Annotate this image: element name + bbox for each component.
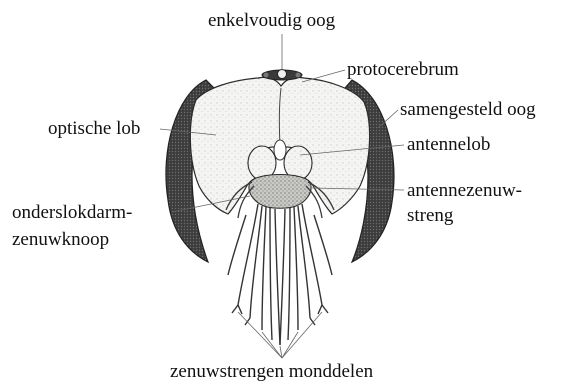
label-simple-eye: enkelvoudig oog [208, 10, 335, 32]
label-antennal-lobe: antennelob [407, 134, 490, 156]
label-subesophageal-line1: onderslokdarm- [12, 202, 132, 224]
label-subesophageal-line2: zenuwknoop [12, 229, 109, 251]
label-compound-eye: samengesteld oog [400, 99, 536, 121]
label-antennal-nerve-line2: streng [407, 205, 453, 227]
label-antennal-nerve-line1: antennezenuw- [407, 180, 522, 202]
esophageal-opening [274, 140, 286, 160]
mouthpart-nerve-cords [228, 204, 332, 345]
label-optic-lobe: optische lob [48, 118, 140, 140]
label-protocerebrum: protocerebrum [347, 59, 459, 81]
subesophageal-ganglion [249, 175, 311, 209]
label-mouthpart-nerves: zenuwstrengen monddelen [170, 361, 373, 383]
simple-eye-group [262, 70, 302, 81]
